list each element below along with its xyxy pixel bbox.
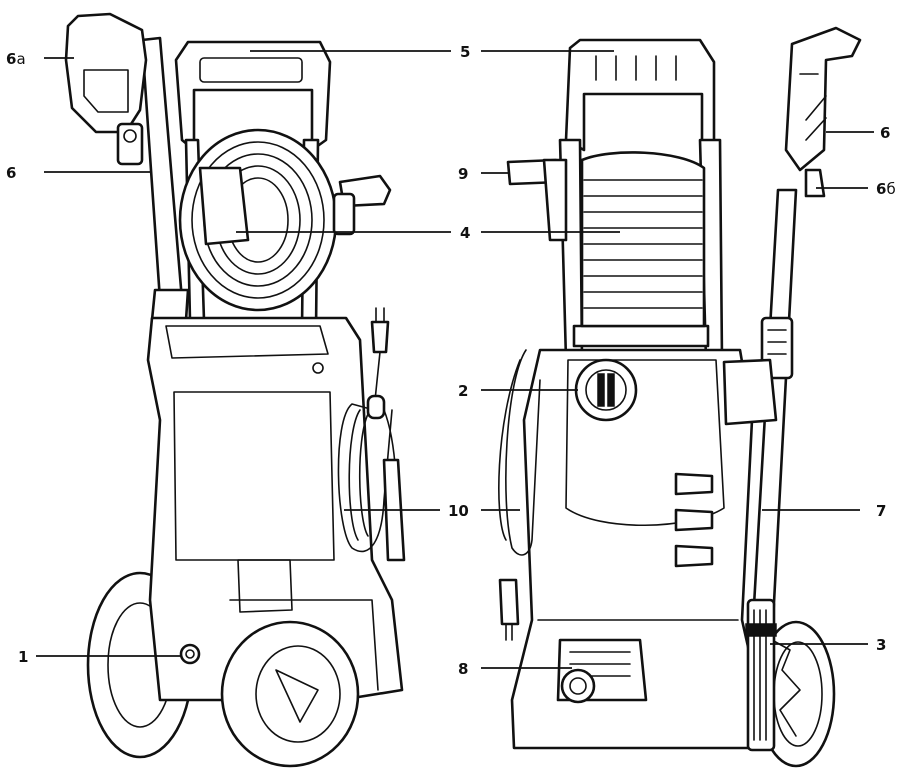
callout-6b: 6б <box>876 180 896 198</box>
callout-labels: 6а 6 5 4 9 2 10 8 1 6 6б 7 3 <box>6 43 896 678</box>
washer-rear-view <box>64 12 406 768</box>
callout-4: 4 <box>460 224 470 242</box>
front-view-power-switch <box>574 358 638 422</box>
callout-6-left: 6 <box>6 164 16 182</box>
front-view-handle <box>564 38 716 152</box>
rear-view-trigger-gun <box>64 12 148 166</box>
callout-3: 3 <box>876 636 886 654</box>
callout-6a: 6а <box>6 50 26 68</box>
front-view-outlet-connector <box>556 638 648 704</box>
leader-lines <box>36 50 874 669</box>
callout-7: 7 <box>876 502 886 520</box>
callout-5: 5 <box>460 43 470 61</box>
washer-front-view <box>498 26 862 768</box>
rear-view-water-inlet <box>179 643 201 665</box>
front-view-power-cord <box>498 349 541 641</box>
front-view-reel-crank <box>506 158 568 242</box>
rear-view-power-cord <box>337 307 406 562</box>
callout-9: 9 <box>458 165 468 183</box>
front-view-trigger-gun <box>784 26 862 198</box>
front-view-hose-reel <box>580 151 706 328</box>
rear-view-right-wheel <box>220 620 360 768</box>
callout-2: 2 <box>458 382 468 400</box>
front-view-side-vents <box>674 472 714 568</box>
front-view-spray-lance <box>722 188 798 752</box>
rear-view-hose-reel <box>178 128 392 312</box>
callout-10: 10 <box>448 502 469 520</box>
callout-1: 1 <box>18 648 28 666</box>
callout-8: 8 <box>458 660 468 678</box>
callout-6-right: 6 <box>880 124 890 142</box>
